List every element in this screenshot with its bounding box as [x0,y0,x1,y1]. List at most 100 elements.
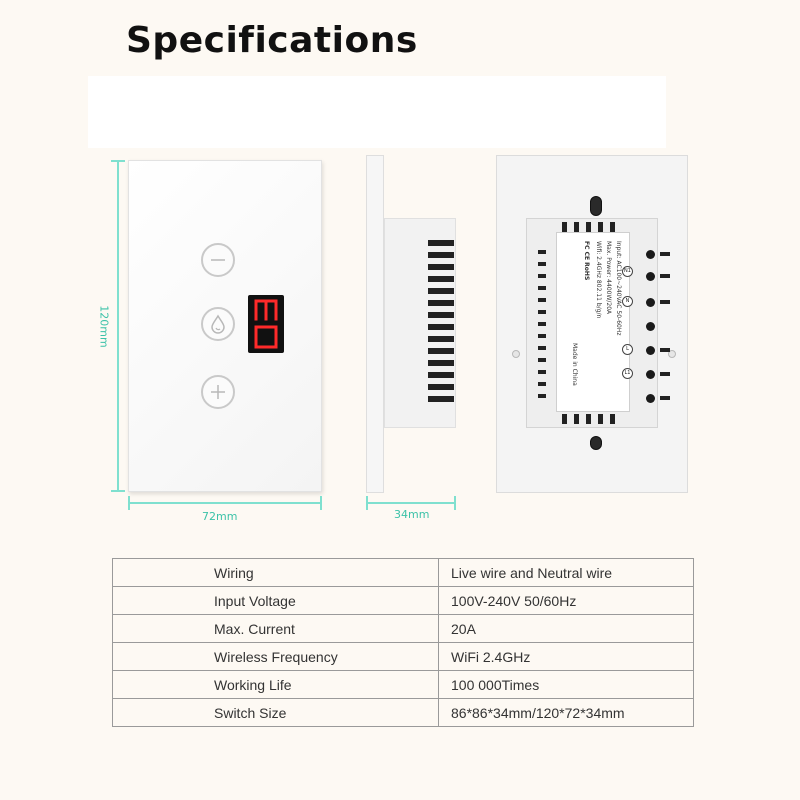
table-row: Switch Size 86*86*34mm/120*72*34mm [112,698,694,727]
module-pin [538,346,546,350]
spec-value: 86*86*34mm/120*72*34mm [438,698,694,727]
table-row: Input Voltage 100V-240V 50/60Hz [112,586,694,615]
spec-key: Max. Current [112,614,439,643]
terminal-screw [646,370,655,379]
module-pin [562,222,567,232]
page-title: Specifications [126,20,418,61]
spec-value: Live wire and Neutral wire [438,558,694,587]
height-dimension-line [117,160,119,492]
terminal-screw [646,250,655,259]
side-fin [428,396,454,402]
label-line-input: Input: AC100~240VAC 50-60Hz [615,241,622,336]
terminal-screw [646,298,655,307]
terminal-pin [660,372,670,376]
module-pin [538,370,546,374]
depth-dimension-tick-left [366,496,368,510]
drop-button [201,307,235,341]
switch-front-panel [128,160,322,492]
screw-right [668,350,676,358]
side-fin [428,276,454,282]
terminal-screw [646,322,655,331]
terminal-pin [660,252,670,256]
side-fin [428,312,454,318]
module-pin [538,382,546,386]
switch-side-plate [366,155,384,493]
side-fin [428,300,454,306]
terminal-screw [646,394,655,403]
spec-value: WiFi 2.4GHz [438,642,694,671]
drop-icon [211,314,225,334]
table-row: Wiring Live wire and Neutral wire [112,558,694,587]
label-line-certs: FC CE RoHS [583,241,590,281]
module-pin [538,250,546,254]
terminal-label-l1: L1 [622,368,633,379]
spec-key: Switch Size [112,698,439,727]
height-dimension-label: 120mm [97,305,111,348]
module-pin [574,222,579,232]
module-pin [598,414,603,424]
width-dimension-tick-right [320,496,322,510]
height-dimension-tick-bottom [111,490,125,492]
screw-left [512,350,520,358]
side-fin [428,336,454,342]
terminal-label-n1: N1 [622,266,633,277]
mount-slot-top [590,196,602,216]
module-pin [538,322,546,326]
table-row: Max. Current 20A [112,614,694,643]
side-fin [428,384,454,390]
table-row: Wireless Frequency WiFi 2.4GHz [112,642,694,671]
side-fin [428,372,454,378]
side-fin [428,288,454,294]
terminal-label-n: N [622,296,633,307]
plus-button [201,375,235,409]
spec-key: Input Voltage [112,586,439,615]
module-pin [538,262,546,266]
terminal-screw [646,272,655,281]
module-pin [538,394,546,398]
module-pin [538,298,546,302]
mount-slot-bottom [590,436,602,450]
module-pin [610,222,615,232]
module-pin [538,310,546,314]
module-pin [610,414,615,424]
spec-value: 20A [438,614,694,643]
label-line-power: Max. Power: 4400W/20A [605,241,612,315]
spec-value: 100V-240V 50/60Hz [438,586,694,615]
back-spec-label: Input: AC100~240VAC 50-60Hz Max. Power: … [556,232,630,412]
module-pin [538,358,546,362]
white-banner [88,76,666,148]
depth-dimension-line [366,502,456,504]
module-pin [598,222,603,232]
terminal-pin [660,348,670,352]
side-fin [428,252,454,258]
module-pin [538,334,546,338]
spec-key: Working Life [112,670,439,699]
minus-button [201,243,235,277]
side-fin [428,264,454,270]
spec-value: 100 000Times [438,670,694,699]
side-fin [428,324,454,330]
module-pin [574,414,579,424]
module-pin [586,414,591,424]
module-pin [586,222,591,232]
table-row: Working Life 100 000Times [112,670,694,699]
side-fin [428,240,454,246]
side-fin [428,360,454,366]
spec-key: Wiring [112,558,439,587]
module-pin [538,274,546,278]
module-pin [562,414,567,424]
depth-dimension-label: 34mm [394,508,430,521]
terminal-pin [660,274,670,278]
label-line-wifi: Wifi: 2.4GHz 802.11 b/g/n [595,241,602,319]
plus-icon [211,385,225,399]
terminal-label-l: L [622,344,633,355]
label-line-origin: Made in China [571,343,578,386]
depth-dimension-tick-right [454,496,456,510]
terminal-pin [660,300,670,304]
side-fin [428,348,454,354]
width-dimension-label: 72mm [202,510,238,523]
led-display [248,295,284,353]
terminal-pin [660,396,670,400]
spec-key: Wireless Frequency [112,642,439,671]
width-dimension-tick-left [128,496,130,510]
